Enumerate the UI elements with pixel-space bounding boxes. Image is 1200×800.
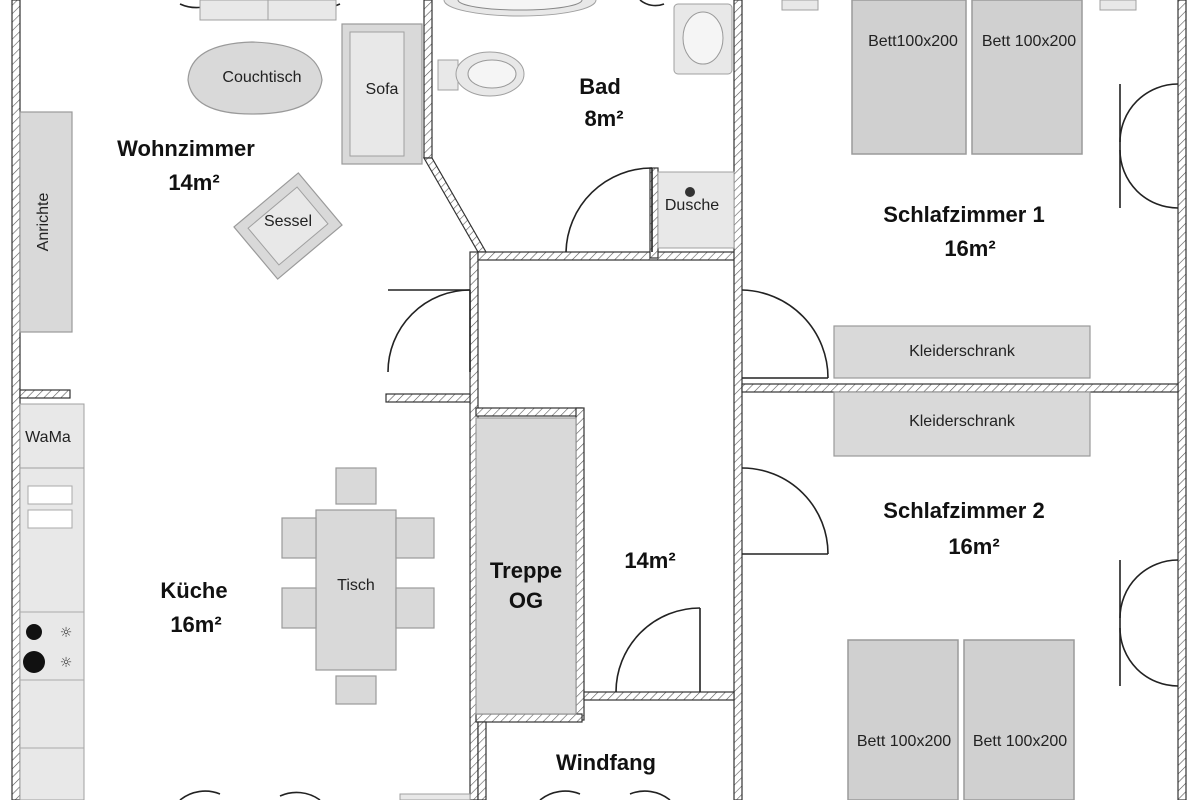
kleiderschrank-2-label: Kleiderschrank	[909, 413, 1016, 430]
wall-windfang-left	[477, 721, 487, 800]
couchtisch	[187, 41, 323, 115]
stove-burner	[23, 651, 45, 673]
bathtub-inner	[457, 0, 583, 11]
sink-basin	[682, 11, 724, 65]
room-treppe-line1: Treppe	[490, 558, 562, 583]
room-wohnzimmer-name: Wohnzimmer	[117, 136, 255, 161]
kleiderschrank-1	[833, 325, 1091, 379]
outer-wall-left	[11, 0, 21, 800]
chair	[281, 517, 317, 559]
anrichte	[19, 111, 73, 333]
room-kueche-area: 16m²	[170, 612, 221, 637]
wall-bad-schlaf	[733, 0, 743, 800]
window-arc	[629, 790, 671, 800]
treppe	[475, 417, 577, 715]
door-arc	[565, 167, 653, 253]
dusche-drain	[685, 187, 695, 197]
wall-wohn-kueche-left	[19, 389, 71, 399]
kitchen-sink-2	[27, 509, 73, 529]
chair	[395, 587, 435, 629]
tisch-label: Tisch	[337, 577, 375, 594]
window-arc	[1119, 627, 1179, 687]
kleiderschrank-2	[833, 391, 1091, 457]
nightstand-2	[781, 0, 819, 11]
chair	[281, 587, 317, 629]
room-labels: Wohnzimmer 14m² Bad 8m² Schlafzimmer 1 1…	[117, 74, 1045, 775]
room-bad-area: 8m²	[584, 106, 623, 131]
couchtisch-label: Couchtisch	[222, 69, 301, 86]
room-schlafzimmer1-name: Schlafzimmer 1	[883, 202, 1044, 227]
wall-wohn-kueche-right	[385, 393, 471, 403]
window-arc	[539, 790, 581, 800]
stove-burner-icon: ☼	[60, 655, 73, 671]
room-wohnzimmer-area: 14m²	[168, 170, 219, 195]
window-arc	[1119, 149, 1179, 209]
wama-label: WaMa	[25, 429, 71, 446]
window-arc	[179, 790, 221, 800]
bed-2a-label: Bett 100x200	[857, 733, 951, 750]
dusche-label: Dusche	[665, 197, 719, 214]
bed-1b-label: Bett 100x200	[982, 33, 1076, 50]
chair	[395, 517, 435, 559]
door-arc	[615, 607, 701, 693]
wall-bad-bottom	[477, 251, 741, 261]
wall-schlaf1-schlaf2	[741, 383, 1179, 393]
room-kueche-name: Küche	[160, 578, 227, 603]
sessel	[233, 172, 343, 280]
dusche	[657, 171, 735, 249]
room-schlafzimmer2-name: Schlafzimmer 2	[883, 498, 1044, 523]
toilet-seat	[467, 59, 517, 89]
bed-2b	[963, 639, 1075, 800]
room-flur-area: 14m²	[624, 548, 675, 573]
anrichte-label: Anrichte	[35, 193, 52, 252]
room-bad-name: Bad	[579, 74, 621, 99]
kleiderschrank-1-label: Kleiderschrank	[909, 343, 1016, 360]
wall-windfang-top	[583, 691, 735, 701]
room-treppe-line2: OG	[509, 588, 543, 613]
window-arc	[279, 791, 321, 800]
sofa-label: Sofa	[366, 81, 399, 98]
window-arc	[1119, 559, 1179, 619]
room-windfang-name: Windfang	[556, 750, 656, 775]
stove-burner-icon: ☼	[60, 625, 73, 641]
wall-wohn-bad	[423, 0, 433, 159]
sessel-label: Sessel	[264, 213, 312, 230]
walls	[11, 0, 1187, 800]
door-arc	[741, 467, 829, 555]
wall-treppe-right	[575, 407, 585, 721]
bed-1a-label: Bett100x200	[868, 33, 958, 50]
furniture: Couchtisch Sofa Sessel Anrichte Dusche	[19, 0, 1137, 800]
bed-2b-label: Bett 100x200	[973, 733, 1067, 750]
bed-1b	[971, 0, 1083, 155]
outer-wall-right	[1177, 0, 1187, 800]
chair	[335, 467, 377, 505]
window-arc	[639, 0, 665, 7]
kitchen-sink-1	[27, 485, 73, 505]
door-arc	[741, 289, 829, 379]
tisch	[315, 509, 397, 671]
toilet-tank	[437, 59, 459, 91]
bottom-element	[399, 793, 471, 800]
nightstand-1	[1099, 0, 1137, 11]
sofa-seat	[349, 31, 405, 157]
sessel-seat	[247, 186, 329, 266]
bed-1a	[851, 0, 967, 155]
door-arc	[387, 289, 471, 373]
wall-treppe-top	[475, 407, 583, 417]
chair	[335, 675, 377, 705]
window-arc	[1119, 83, 1179, 143]
kitchen-counter	[19, 403, 85, 800]
wall-treppe-bottom	[475, 713, 583, 723]
bed-2a	[847, 639, 959, 800]
stove-burner	[26, 624, 42, 640]
room-schlafzimmer2-area: 16m²	[948, 534, 999, 559]
wama	[19, 403, 85, 469]
room-schlafzimmer1-area: 16m²	[944, 236, 995, 261]
